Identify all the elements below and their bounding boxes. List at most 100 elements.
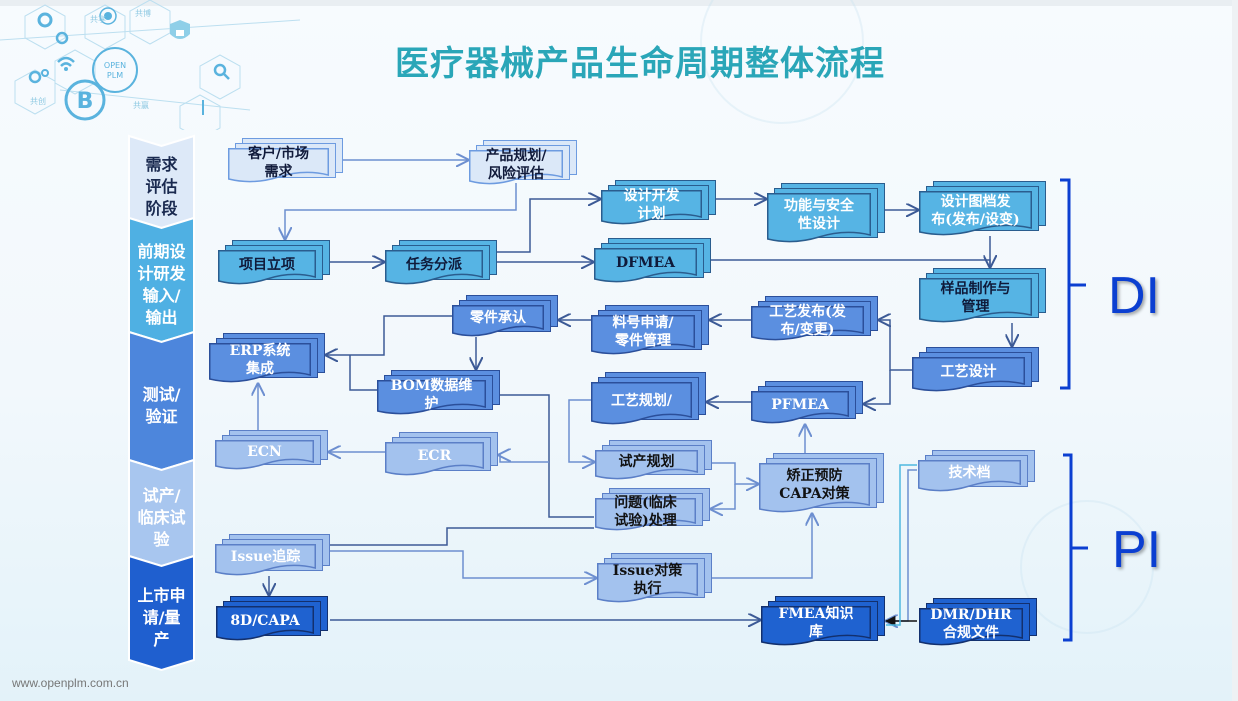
node-label: BOM数据维 护	[390, 377, 473, 412]
node-label: 问题(临床 试验)处理	[614, 494, 677, 529]
document-shape	[912, 357, 1025, 392]
flow-node-n21[interactable]: 问题(临床 试验)处理	[595, 488, 710, 531]
flow-node-n25[interactable]: Issue对策 执行	[597, 553, 712, 603]
document-shape	[452, 305, 544, 337]
node-face: ERP系统 集成	[209, 343, 311, 383]
document-shape	[469, 150, 563, 185]
node-label: 技术档	[948, 465, 991, 481]
flow-node-n10[interactable]: 工艺设计	[912, 347, 1039, 392]
flow-node-n6[interactable]: DFMEA	[594, 238, 711, 283]
phase-label: 需求 评估 阶段	[145, 155, 178, 218]
flow-node-n23[interactable]: 技术档	[918, 450, 1035, 492]
document-shape	[228, 148, 329, 183]
node-label: Issue追踪	[230, 549, 301, 565]
connector-31	[886, 469, 917, 621]
connector-29	[712, 514, 812, 579]
flow-node-n9[interactable]: 样品制作与 管理	[919, 268, 1046, 323]
node-face: ECR	[385, 442, 484, 476]
flow-node-n24[interactable]: Issue追踪	[215, 534, 330, 576]
node-label: 矫正预防 CAPA对策	[779, 468, 850, 502]
node-label: 工艺设计	[940, 363, 997, 380]
node-label: ECR	[417, 448, 452, 464]
flow-node-n19[interactable]: ECR	[385, 432, 498, 476]
node-label: 产品规划/ 风险评估	[485, 147, 547, 182]
node-face: 项目立项	[218, 250, 316, 285]
flow-node-n17[interactable]: PFMEA	[751, 381, 863, 424]
flow-node-n18[interactable]: ECN	[215, 430, 328, 470]
broadway-label: 共博	[135, 8, 151, 18]
svg-text:OPEN: OPEN	[104, 61, 126, 70]
node-face: 设计图档发 布(发布/设变)	[919, 191, 1032, 236]
node-label: Issue对策 执行	[612, 563, 683, 597]
connector-23	[712, 462, 758, 484]
node-face: 问题(临床 试验)处理	[595, 495, 696, 531]
document-shape	[216, 606, 314, 641]
node-face: BOM数据维 护	[377, 377, 486, 415]
flow-node-n8[interactable]: 设计图档发 布(发布/设变)	[919, 181, 1046, 236]
flow-node-n28[interactable]: DMR/DHR 合规文件	[919, 598, 1037, 646]
node-label: PFMEA	[771, 396, 829, 413]
connector-10	[879, 320, 912, 371]
connector-16	[349, 355, 377, 391]
svg-text:B: B	[77, 89, 94, 114]
flow-node-n12[interactable]: 料号申请/ 零件管理	[591, 305, 709, 355]
connector-tech-doc	[886, 464, 917, 626]
flow-node-n1[interactable]: 客户/市场 需求	[228, 138, 343, 183]
node-label: 工艺规划/	[610, 392, 673, 409]
flow-node-n16[interactable]: 工艺规划/	[591, 372, 706, 425]
connector-26	[330, 527, 594, 546]
node-face: 零件承认	[452, 305, 544, 337]
node-label: 料号申请/ 零件管理	[612, 315, 674, 349]
flow-node-n5[interactable]: 设计开发 计划	[601, 180, 716, 225]
share-label: 共享	[90, 14, 106, 24]
document-shape	[595, 450, 698, 480]
node-label: 项目立项	[239, 256, 295, 273]
connector-7	[711, 260, 990, 267]
document-shape	[209, 343, 311, 383]
document-shape	[595, 498, 696, 531]
node-face: Issue对策 执行	[597, 563, 698, 603]
node-face: 设计开发 计划	[601, 188, 702, 225]
node-label: 8D/CAPA	[230, 612, 300, 629]
document-shape	[385, 250, 483, 285]
node-face: 料号申请/ 零件管理	[591, 315, 695, 355]
document-shape	[919, 278, 1032, 323]
pi-label: PI	[1112, 521, 1162, 579]
flow-node-n3[interactable]: 项目立项	[218, 240, 330, 285]
flow-node-n20[interactable]: 试产规划	[595, 440, 712, 480]
window-top-border	[0, 0, 1238, 6]
touch-icon	[99, 7, 117, 25]
node-label: 任务分派	[406, 256, 462, 273]
refresh-icon	[55, 31, 69, 45]
search-icon	[213, 63, 230, 80]
phase-label: 前期设 计研发 输入/ 输出	[137, 242, 186, 327]
flow-node-n7[interactable]: 功能与安全 性设计	[767, 183, 885, 243]
flow-node-n14[interactable]: ERP系统 集成	[209, 333, 325, 383]
flow-node-n2[interactable]: 产品规划/ 风险评估	[469, 140, 577, 185]
flow-node-n26[interactable]: 8D/CAPA	[216, 596, 328, 641]
node-face: FMEA知识 库	[761, 606, 871, 646]
connector-20	[499, 455, 549, 463]
node-face: 8D/CAPA	[216, 606, 314, 641]
node-label: FMEA知识 库	[778, 606, 854, 640]
node-face: DFMEA	[594, 248, 697, 283]
di-label: DI	[1108, 267, 1160, 325]
flow-node-n27[interactable]: FMEA知识 库	[761, 596, 885, 646]
document-shape	[767, 193, 871, 243]
document-shape	[919, 191, 1032, 236]
connector-19	[500, 394, 594, 518]
flow-node-n4[interactable]: 任务分派	[385, 240, 497, 285]
node-label: ECN	[247, 444, 282, 460]
svg-text:PLM: PLM	[107, 71, 123, 80]
node-face: 样品制作与 管理	[919, 278, 1032, 323]
node-face: 试产规划	[595, 450, 698, 480]
flow-node-n22[interactable]: 矫正预防 CAPA对策	[759, 453, 884, 513]
document-shape	[594, 248, 697, 283]
footer-url: www.openplm.com.cn	[12, 676, 129, 690]
node-face: 矫正预防 CAPA对策	[759, 463, 870, 513]
flow-node-n13[interactable]: 零件承认	[452, 295, 558, 337]
node-face: DMR/DHR 合规文件	[919, 607, 1023, 646]
node-label: 样品制作与 管理	[940, 280, 1011, 315]
flow-node-n15[interactable]: BOM数据维 护	[377, 370, 500, 415]
flow-node-n11[interactable]: 工艺发布(发 布/变更)	[751, 296, 878, 341]
